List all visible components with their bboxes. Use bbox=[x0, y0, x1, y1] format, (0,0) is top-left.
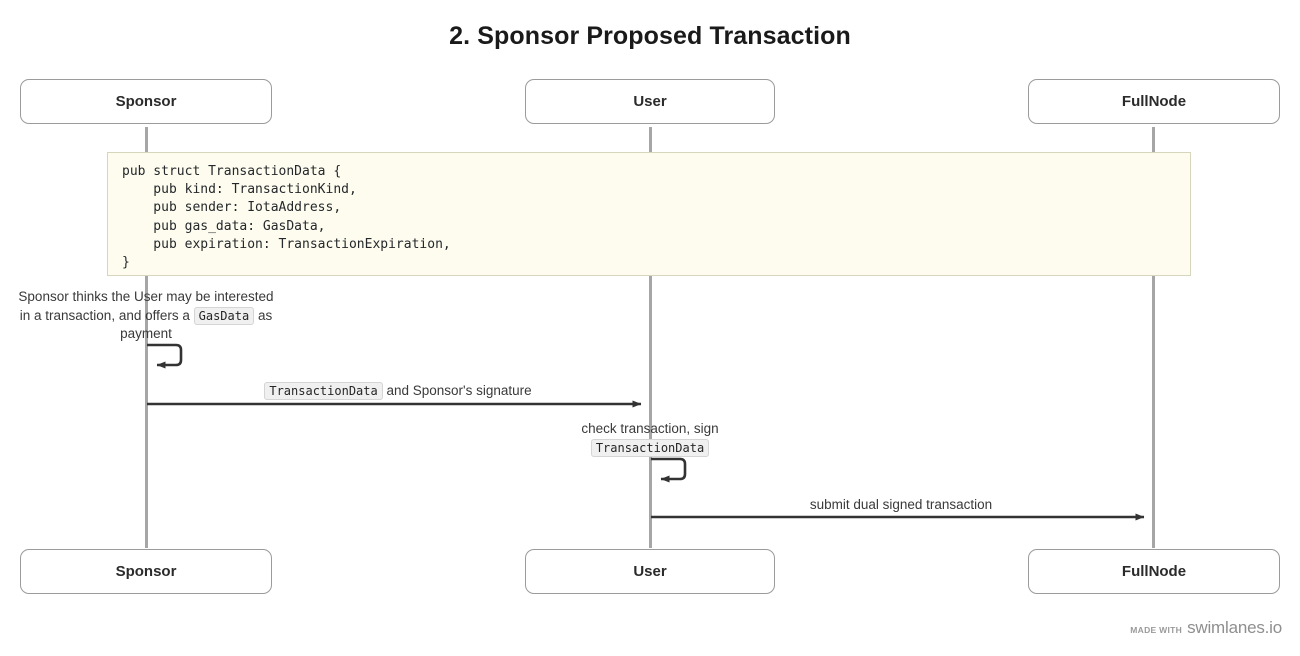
message-label-sponsor-to-user: TransactionData and Sponsor's signature bbox=[148, 381, 648, 401]
watermark-prefix: MADE WITH bbox=[1130, 625, 1183, 635]
arrow-user-self bbox=[651, 457, 687, 483]
inline-code-chip: GasData bbox=[193, 306, 255, 325]
participant-top-sponsor[interactable]: Sponsor bbox=[20, 79, 272, 124]
lifeline-fullnode bbox=[1152, 127, 1155, 548]
message-label-user-to-fullnode: submit dual signed transaction bbox=[809, 497, 993, 512]
watermark-brand: swimlanes.io bbox=[1187, 618, 1282, 637]
lifeline-user bbox=[649, 127, 652, 548]
participant-label: User bbox=[633, 93, 667, 110]
code-note-block: pub struct TransactionData { pub kind: T… bbox=[107, 152, 1191, 276]
participant-label: Sponsor bbox=[115, 93, 177, 110]
participant-label: Sponsor bbox=[115, 563, 177, 580]
page-title: 2. Sponsor Proposed Transaction bbox=[449, 22, 851, 50]
watermark[interactable]: MADE WITH swimlanes.io bbox=[1130, 618, 1282, 638]
lifeline-sponsor bbox=[145, 127, 148, 548]
code-note-text: pub struct TransactionData { pub kind: T… bbox=[122, 164, 451, 271]
participant-label: FullNode bbox=[1121, 93, 1187, 110]
inline-code-chip: TransactionData bbox=[590, 439, 710, 457]
participant-label: FullNode bbox=[1121, 563, 1187, 580]
note-sponsor-intent: Sponsor thinks the User may be intereste… bbox=[18, 289, 274, 341]
arrow-sponsor-self bbox=[147, 343, 183, 369]
participant-label: User bbox=[633, 563, 667, 580]
participant-top-user[interactable]: User bbox=[525, 79, 775, 124]
participant-top-fullnode[interactable]: FullNode bbox=[1028, 79, 1280, 124]
participant-bottom-fullnode[interactable]: FullNode bbox=[1028, 549, 1280, 594]
inline-code-chip: TransactionData bbox=[264, 382, 383, 400]
participant-bottom-sponsor[interactable]: Sponsor bbox=[20, 549, 272, 594]
participant-bottom-user[interactable]: User bbox=[525, 549, 775, 594]
